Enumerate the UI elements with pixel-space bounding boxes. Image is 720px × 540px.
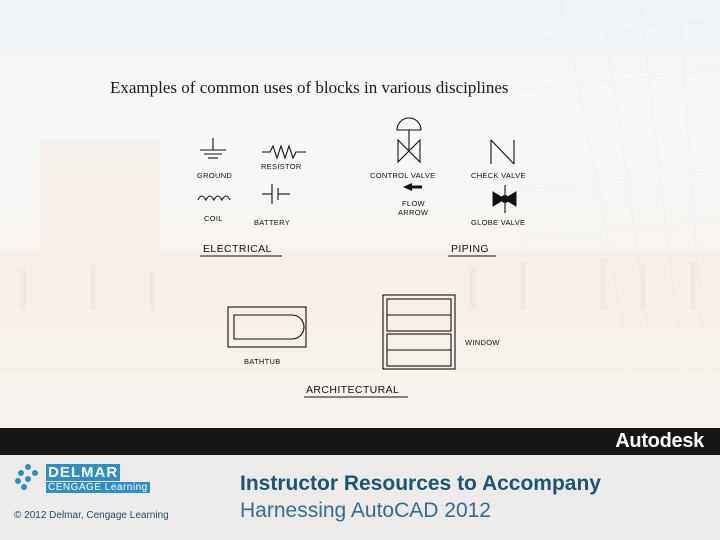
resistor-symbol — [262, 144, 306, 160]
window-symbol — [382, 294, 456, 370]
battery-symbol — [262, 184, 290, 204]
footer-dark-bar — [0, 428, 720, 455]
publisher-name: DELMAR — [46, 464, 121, 481]
electrical-category-label: ELECTRICAL — [203, 243, 272, 255]
flow-arrow-label-2: ARROW — [398, 208, 429, 217]
window-label: WINDOW — [465, 338, 500, 347]
coil-label: COIL — [204, 214, 223, 223]
piping-category-label: PIPING — [451, 243, 489, 255]
control-valve-symbol — [396, 117, 422, 164]
slide-title: Examples of common uses of blocks in var… — [110, 78, 509, 97]
battery-label: BATTERY — [254, 218, 290, 227]
autodesk-logo: Autodesk — [615, 430, 704, 452]
bathtub-symbol — [227, 306, 307, 348]
flow-arrow-label-1: FLOW — [402, 199, 425, 208]
block-symbols-diagram: GROUND RESISTOR COIL BATTERY ELECTRICAL … — [197, 117, 526, 398]
resource-title: Instructor Resources to Accompany — [240, 472, 601, 495]
architectural-category-label: ARCHITECTURAL — [306, 384, 399, 396]
flow-arrow-symbol — [403, 183, 422, 191]
globe-valve-label: GLOBE VALVE — [471, 218, 525, 227]
ground-symbol — [200, 138, 226, 159]
check-valve-symbol — [490, 139, 515, 165]
delmar-logo-icon — [15, 464, 38, 490]
resistor-label: RESISTOR — [261, 162, 302, 171]
copyright-text: © 2012 Delmar, Cengage Learning — [14, 510, 169, 521]
publisher-subname: CENGAGE Learning — [46, 482, 150, 493]
background-wash — [0, 0, 720, 428]
resource-subtitle: Harnessing AutoCAD 2012 — [240, 499, 491, 522]
coil-symbol — [197, 195, 231, 202]
check-valve-label: CHECK VALVE — [471, 171, 526, 180]
control-valve-label: CONTROL VALVE — [370, 171, 435, 180]
ground-label: GROUND — [197, 171, 232, 180]
globe-valve-symbol — [492, 185, 517, 213]
bathtub-label: BATHTUB — [244, 357, 281, 366]
slide-canvas: Examples of common uses of blocks in var… — [0, 0, 720, 428]
